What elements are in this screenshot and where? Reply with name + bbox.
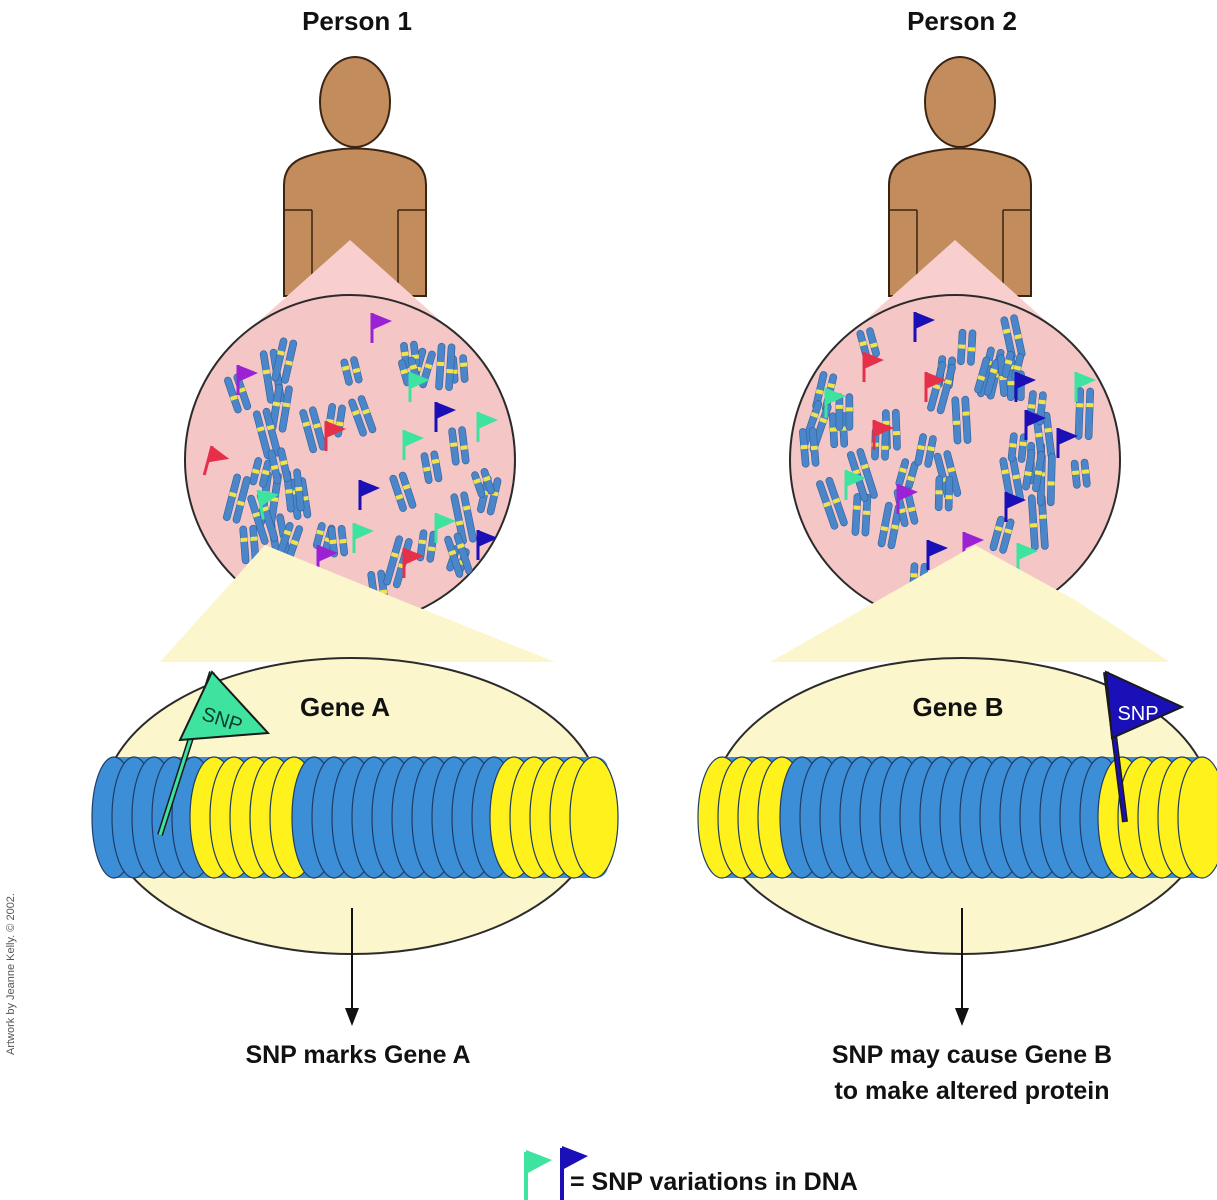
chromosome <box>267 447 292 485</box>
person-1-title: Person 1 <box>302 6 412 36</box>
chromosome <box>444 532 473 578</box>
person-2-dna-strand <box>697 756 1217 879</box>
snp-flag-icon <box>402 548 424 578</box>
chromosome <box>348 395 377 437</box>
person-1-gene-zoom-cone <box>160 545 555 662</box>
person-1-nucleus <box>184 294 516 626</box>
snp-flag-icon <box>324 421 346 451</box>
snp-flag-icon <box>402 430 424 460</box>
chromosome <box>222 473 251 524</box>
chromosome <box>856 327 880 360</box>
snp-flag-icon <box>408 372 430 402</box>
person-1-dna-strand <box>91 756 619 879</box>
snp-flag-icon <box>434 402 456 432</box>
legend-text: = SNP variations in DNA <box>570 1168 858 1196</box>
chromosome <box>271 337 298 384</box>
person-1-outcome-line-1: SNP marks Gene A <box>245 1041 470 1069</box>
chromosome <box>895 458 919 490</box>
chromosome <box>448 426 470 466</box>
snp-flag-icon <box>352 523 374 553</box>
chromosome <box>989 515 1015 554</box>
snp-flag-icon <box>1014 372 1036 402</box>
snp-flag-icon <box>896 484 918 514</box>
snp-flag-icon <box>476 412 498 442</box>
snp-flag-icon <box>824 388 846 418</box>
snp-flag-icon <box>872 420 894 450</box>
snp-flag-icon <box>1024 410 1046 440</box>
chromosome <box>1032 411 1056 461</box>
chromosome <box>416 529 438 563</box>
chromosome <box>914 433 937 468</box>
chromosome <box>951 395 972 445</box>
chromosome <box>957 328 977 366</box>
legend: = SNP variations in DNA <box>524 1146 858 1200</box>
snp-flag-icon <box>862 352 884 382</box>
person-1-gene-snp-flag: SNP <box>157 670 271 836</box>
snp-flag-icon <box>913 312 935 342</box>
chromosome <box>340 356 363 386</box>
person-2-snp-flags <box>824 312 1096 573</box>
chromosome <box>276 522 304 559</box>
snp-flag-icon <box>236 365 258 395</box>
person-1-figure-icon <box>283 56 427 297</box>
artwork-credit: Artwork by Jeanne Kelly. © 2002. <box>5 893 17 1055</box>
chromosome <box>877 501 903 550</box>
person-1-panel: Person 1 Gene A SNP <box>91 6 619 1069</box>
snp-flag-icon <box>924 372 946 402</box>
snp-flag-icon <box>1056 428 1078 458</box>
chromosome <box>389 471 417 512</box>
person-2-nucleus <box>789 294 1121 626</box>
person-2-gene-view: Gene B SNP <box>697 657 1217 955</box>
chromosome <box>327 524 348 558</box>
chromosome <box>299 406 327 454</box>
person-2-outcome-line-1: SNP may cause Gene B <box>832 1041 1112 1069</box>
chromosome <box>1022 449 1046 493</box>
chromosome <box>934 475 954 512</box>
chromosome <box>927 361 956 415</box>
person-2-title: Person 2 <box>907 6 1017 36</box>
chromosome <box>420 450 443 484</box>
chromosome <box>253 407 282 460</box>
chromosome <box>1027 493 1049 551</box>
chromosome <box>268 383 293 433</box>
chromosome <box>1070 458 1091 489</box>
snp-flag-icon <box>844 470 866 500</box>
person-1-gene-label: Gene A <box>300 692 390 722</box>
chromosome <box>974 356 1000 397</box>
snp-flag-icon <box>1074 372 1096 402</box>
chromosome <box>435 342 456 391</box>
chromosome <box>851 493 872 537</box>
chromosome <box>799 427 820 468</box>
snp-flag-icon <box>256 489 280 520</box>
snp-flag-icon <box>1004 492 1026 522</box>
snp-flag-icon <box>434 513 456 543</box>
chromosome <box>1007 432 1028 463</box>
snp-flag-icon <box>358 480 380 510</box>
person-2-figure-icon <box>888 56 1032 297</box>
snp-flag-icon <box>476 530 498 560</box>
person-2-flag-text: SNP <box>1117 703 1158 725</box>
person-1-gene-view: Gene A SNP <box>91 657 619 955</box>
person-2-panel: Person 2 Gene B SNP <box>697 6 1217 1105</box>
snp-flag-icon <box>370 313 392 343</box>
chromosome <box>835 393 854 431</box>
legend-green-flag-icon <box>524 1150 552 1200</box>
person-2-gene-zoom-cone <box>770 545 1170 662</box>
legend-blue-flag-icon <box>560 1146 588 1200</box>
snp-flag-icon <box>202 445 230 476</box>
snp-flag-icon <box>926 540 948 570</box>
person-2-outcome-line-2: to make altered protein <box>834 1077 1109 1105</box>
snp-flag-icon <box>1016 543 1038 573</box>
chromosome <box>816 476 848 530</box>
chromosome <box>471 468 495 498</box>
person-2-result-arrow <box>955 908 969 1026</box>
chromosome <box>239 524 260 565</box>
person-1-snp-flags <box>202 313 498 578</box>
person-2-gene-label: Gene B <box>912 692 1003 722</box>
chromosome <box>249 457 272 488</box>
person-2-gene-snp-flag: SNP <box>1103 670 1185 823</box>
chromosome <box>1000 314 1026 360</box>
person-1-result-arrow <box>345 908 359 1026</box>
